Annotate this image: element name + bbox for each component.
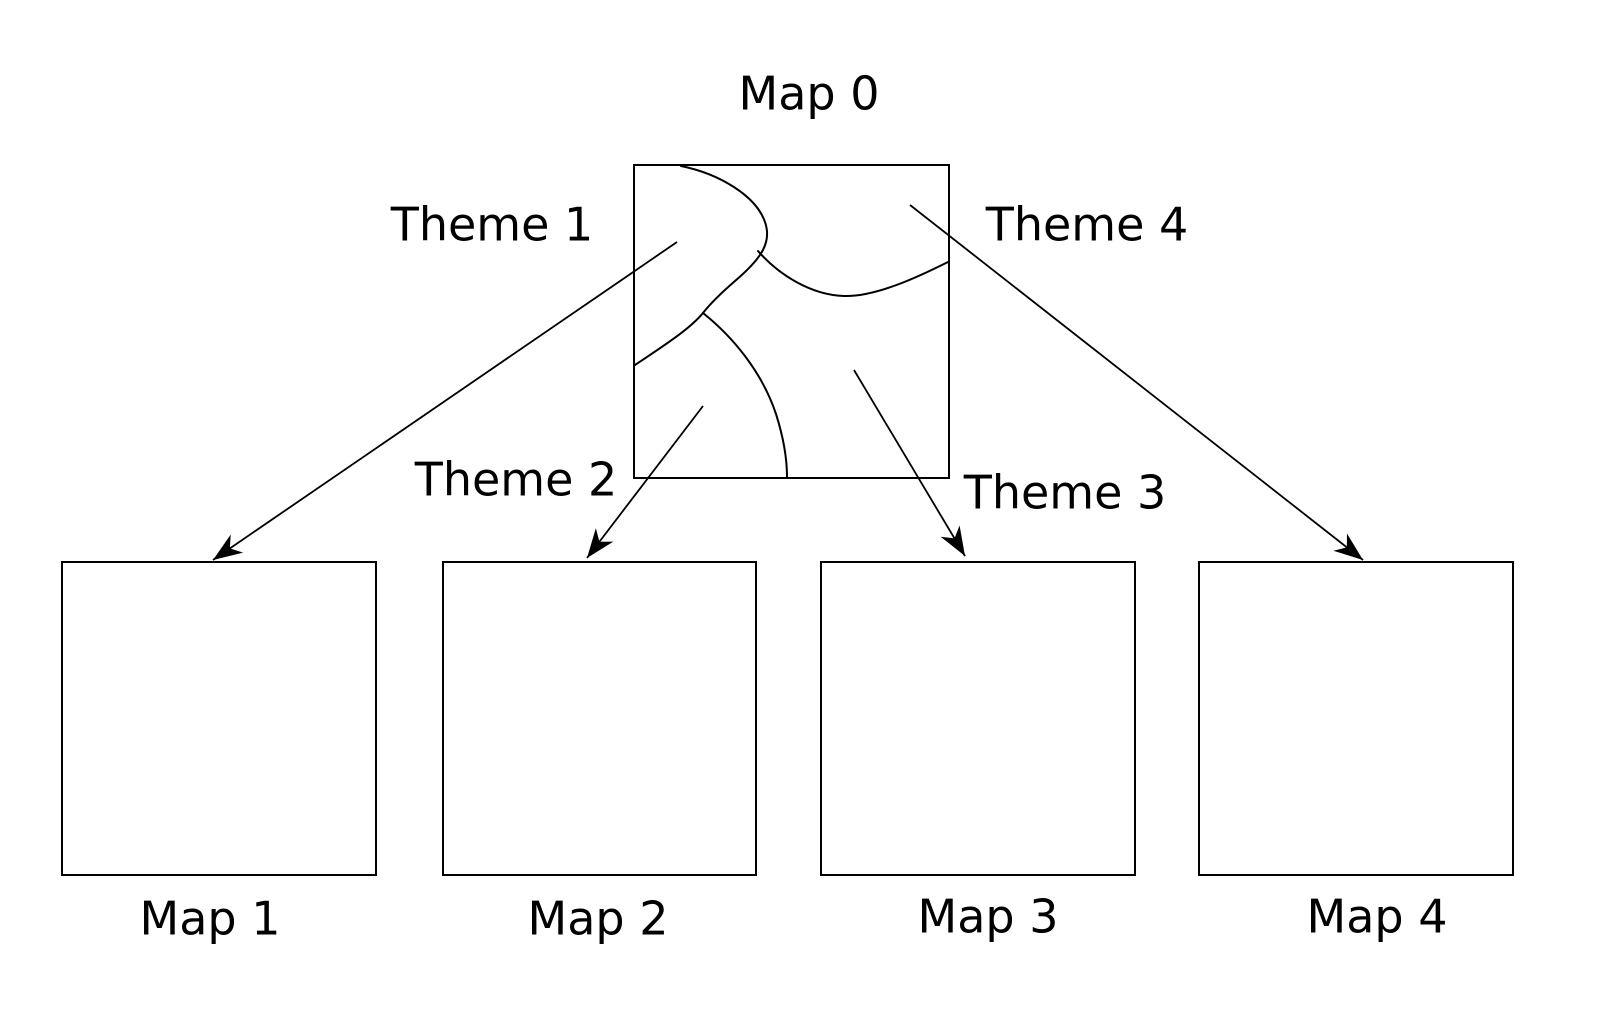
theme-2-label: Theme 2 xyxy=(414,452,618,507)
arrow-theme-2-to-map-2 xyxy=(586,405,704,559)
theme-3-label: Theme 3 xyxy=(963,465,1167,520)
map-3-label: Map 3 xyxy=(917,889,1059,944)
arrow-theme-1-to-map-1 xyxy=(212,241,678,561)
theme-4-label: Theme 4 xyxy=(985,197,1189,252)
map-4-box xyxy=(1198,561,1514,876)
map-3-box xyxy=(820,561,1136,876)
map-0-label: Map 0 xyxy=(738,66,880,121)
map-1-label: Map 1 xyxy=(139,891,281,946)
arrow-theme-3-to-map-3 xyxy=(853,369,966,557)
map-1-box xyxy=(61,561,377,876)
theme-1-label: Theme 1 xyxy=(390,197,594,252)
theme-1-boundary-curve xyxy=(634,165,769,366)
map-2-label: Map 2 xyxy=(527,891,669,946)
map-0-box xyxy=(633,164,950,479)
map-2-box xyxy=(442,561,757,876)
theme-2-boundary-curve xyxy=(702,312,788,478)
arrow-theme-4-to-map-4 xyxy=(909,204,1364,561)
map-4-label: Map 4 xyxy=(1306,889,1448,944)
theme-4-boundary-curve xyxy=(757,250,949,298)
